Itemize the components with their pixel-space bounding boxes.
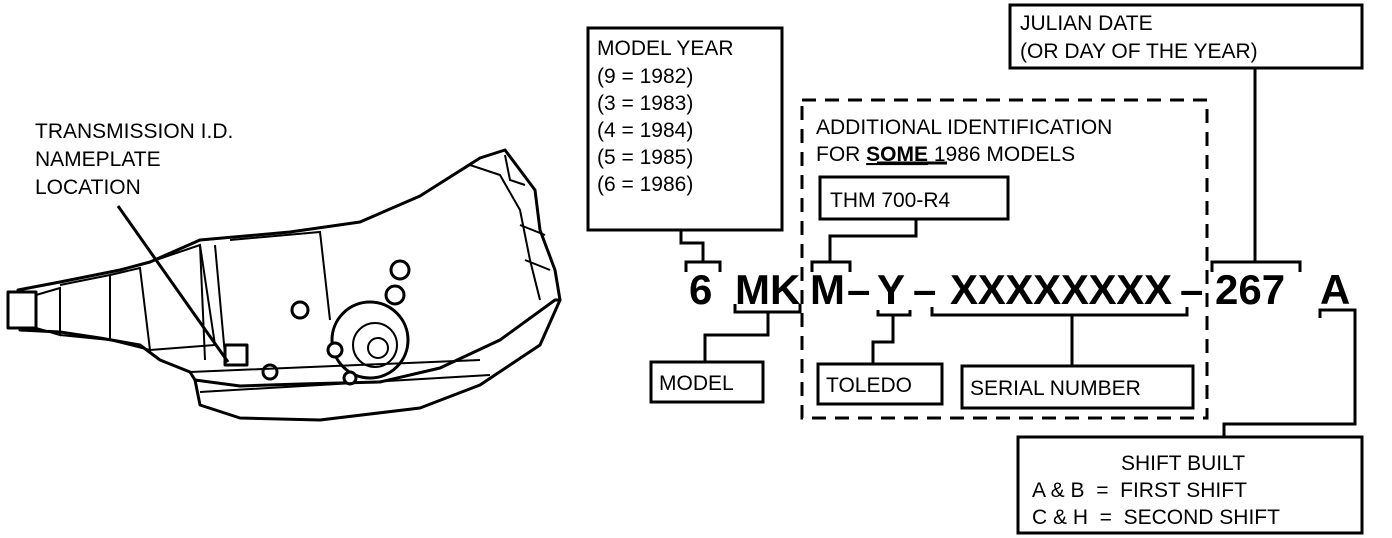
code-model: MK [735, 266, 800, 313]
thm-label: THM 700-R4 [830, 189, 951, 212]
nameplate-leader-line [116, 205, 230, 363]
serial-connector [930, 307, 1189, 366]
shift-built-title: SHIFT BUILT [1121, 452, 1245, 475]
serial-number-box [960, 364, 1195, 410]
nameplate-label-line3: LOCATION [35, 176, 141, 199]
code-plant: Y [877, 266, 905, 313]
shift-connector [1222, 308, 1357, 437]
toledo-label: TOLEDO [826, 374, 912, 397]
code-shift: A [1320, 266, 1350, 313]
nameplate-label-line2: NAMEPLATE [35, 148, 161, 171]
thm-connector [810, 219, 918, 272]
code-dash: – [847, 266, 870, 313]
model-year-entry: (4 = 1984) [597, 119, 693, 142]
model-label: MODEL [659, 372, 734, 395]
code-year: 6 [689, 266, 712, 313]
transmission-illustration [6, 148, 562, 422]
model-year-entry: (9 = 1982) [597, 65, 693, 88]
code-dash: – [1180, 266, 1203, 313]
code-julian: 267 [1215, 266, 1285, 313]
julian-date-line1: JULIAN DATE [1020, 12, 1153, 35]
model-year-title: MODEL YEAR [597, 37, 734, 60]
serial-number-label: SERIAL NUMBER [970, 377, 1141, 400]
code-serial: XXXXXXXX [950, 266, 1172, 313]
model-connector [703, 304, 802, 362]
code-dash: – [913, 266, 936, 313]
shift-built-line: A & B = FIRST SHIFT [1032, 479, 1247, 502]
model-year-box [586, 26, 784, 232]
model-year-entry: (5 = 1985) [597, 146, 693, 169]
julian-date-box [1008, 3, 1364, 70]
toledo-connector [871, 310, 912, 364]
julian-date-connector [1210, 68, 1302, 272]
additional-id-line2: FOR SOME 1986 MODELS [816, 143, 1075, 166]
toledo-box [816, 362, 944, 406]
shift-built-box [1016, 435, 1364, 535]
additional-id-dashed-box [800, 98, 1209, 420]
model-box [649, 360, 765, 404]
code-transmission: M [810, 266, 845, 313]
additional-id-line1: ADDITIONAL IDENTIFICATION [816, 116, 1112, 139]
julian-date-line2: (OR DAY OF THE YEAR) [1020, 40, 1258, 63]
model-year-connector [679, 230, 722, 272]
nameplate-label-line1: TRANSMISSION I.D. [35, 120, 233, 143]
thm-box [818, 175, 1010, 221]
shift-built-line: C & H = SECOND SHIFT [1032, 506, 1280, 529]
model-year-entry: (3 = 1983) [597, 92, 693, 115]
model-year-entry: (6 = 1986) [597, 173, 693, 196]
